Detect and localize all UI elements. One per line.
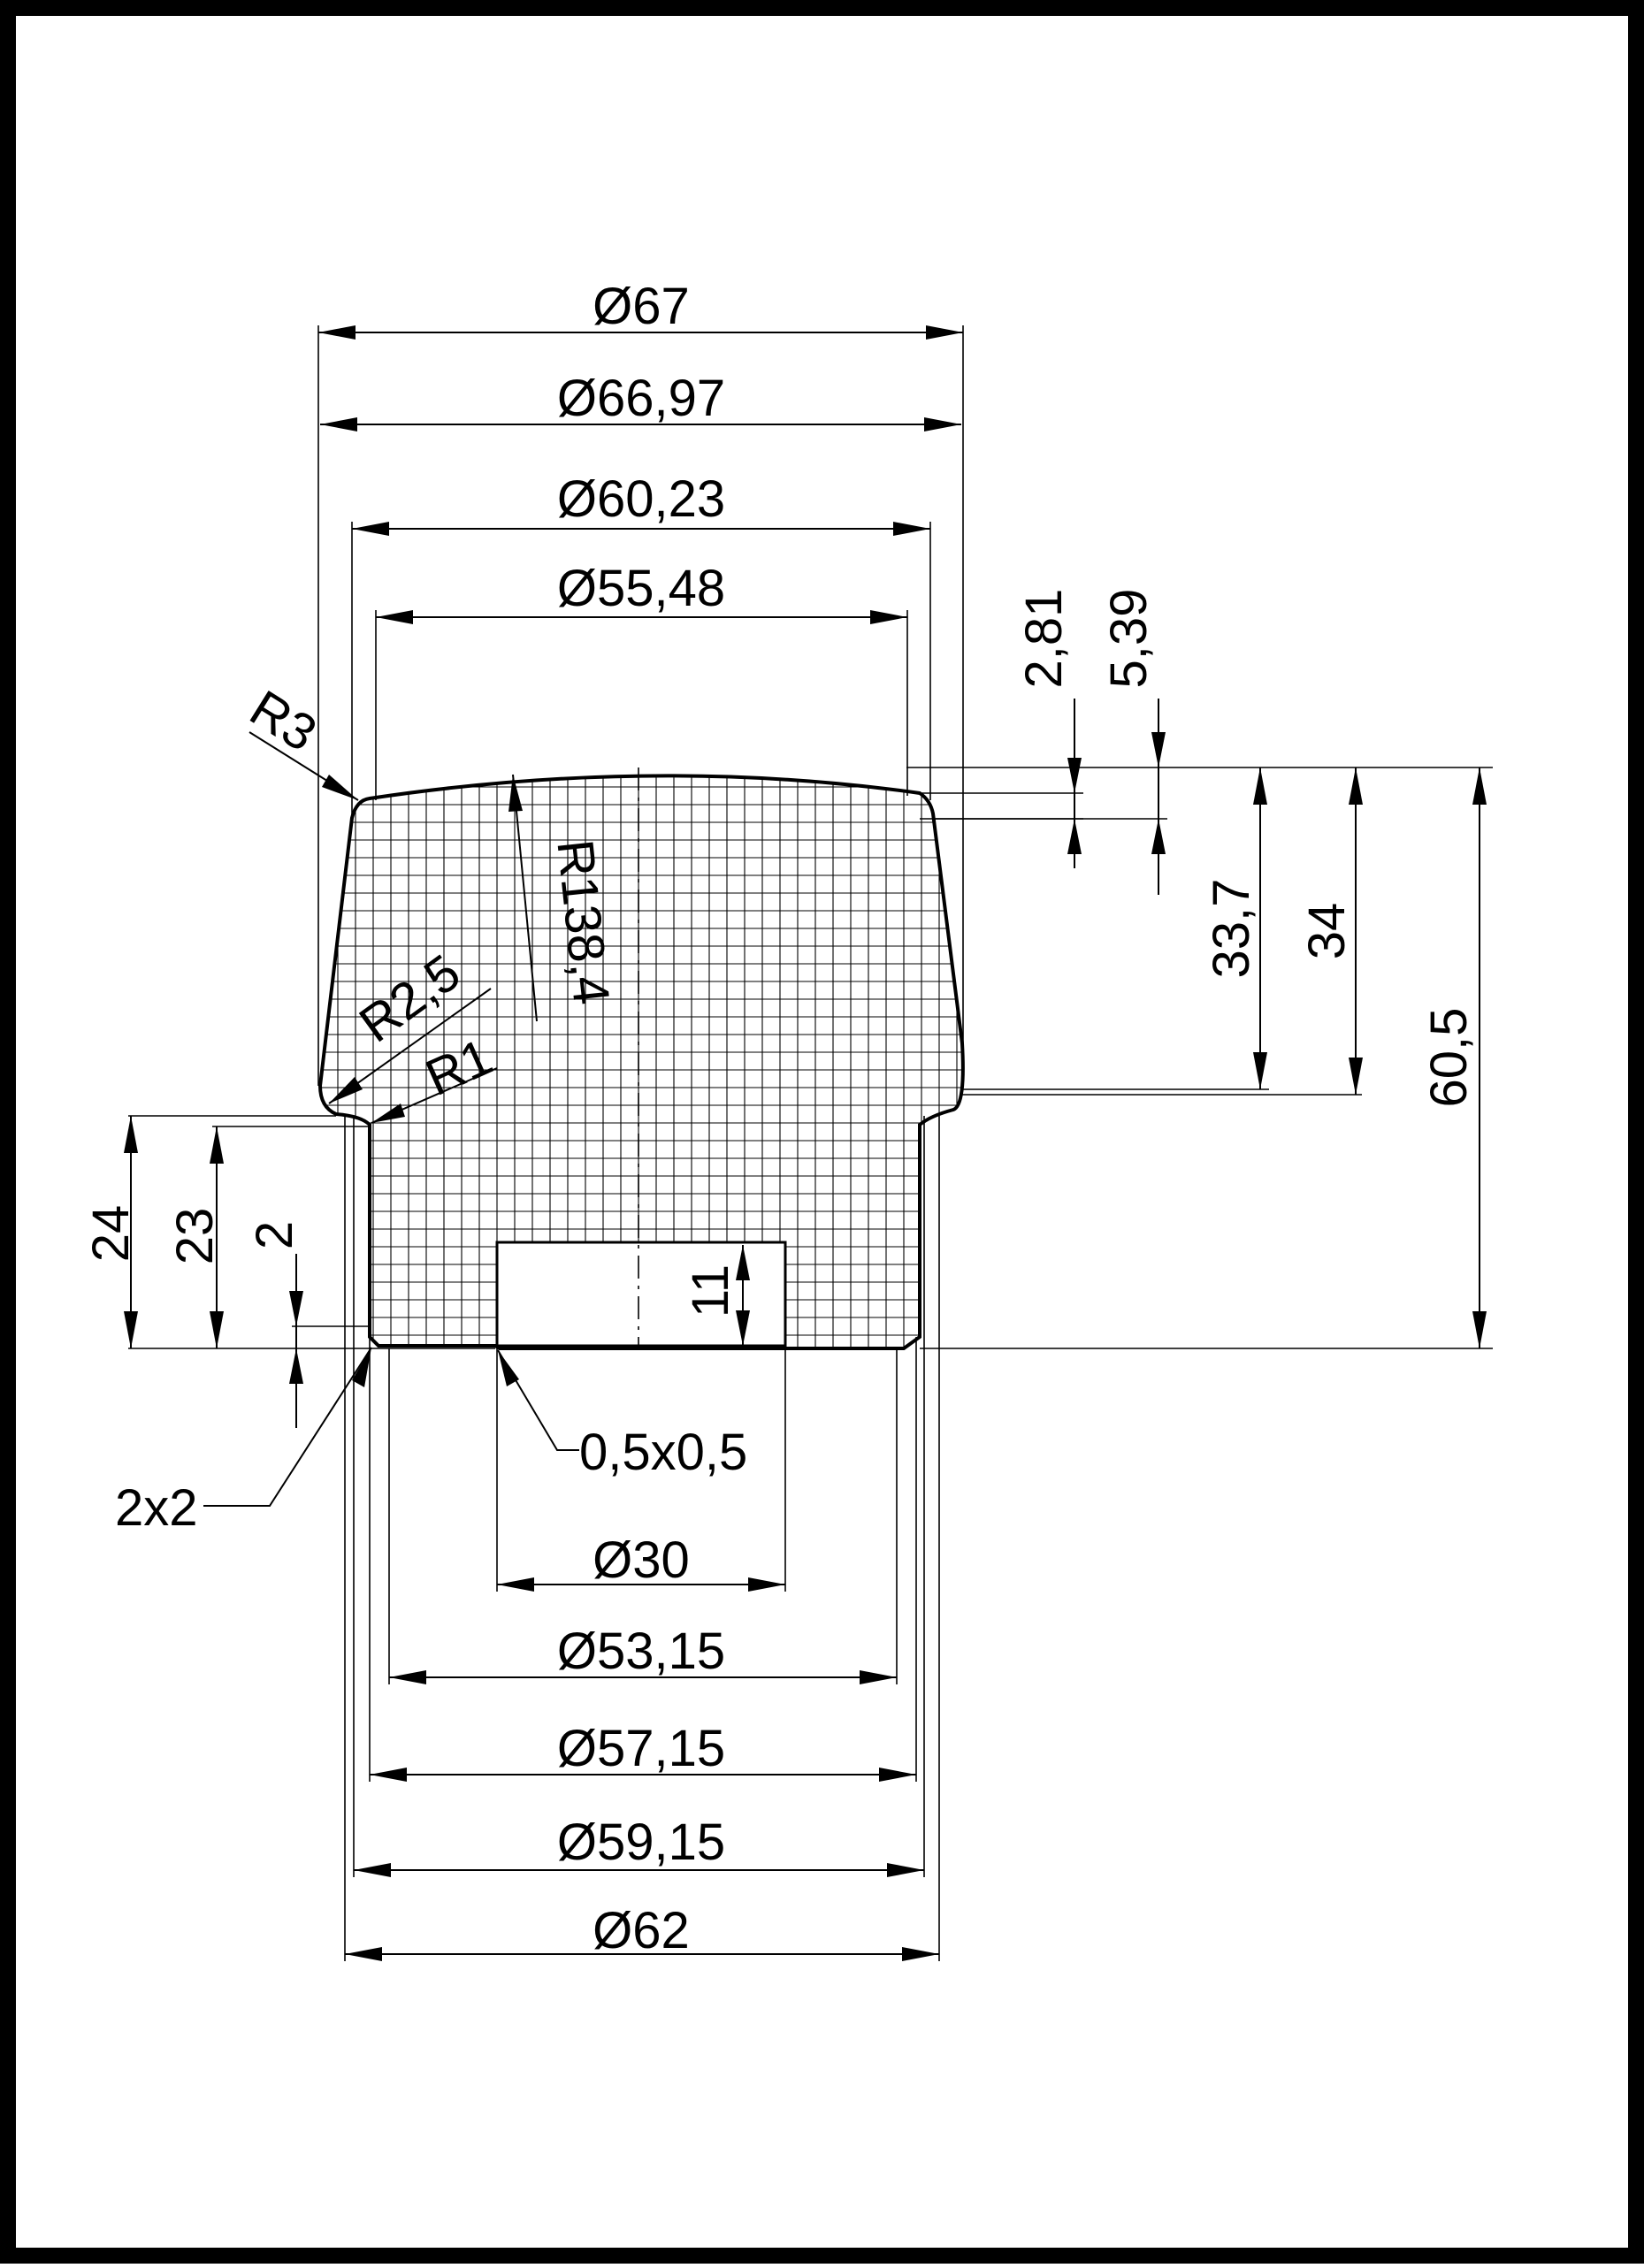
dim-label-d30: Ø30: [593, 1531, 690, 1589]
dimension-d66-97: Ø66,97: [320, 370, 961, 431]
dim-label-d66-97: Ø66,97: [557, 370, 725, 427]
dim-label-d55-48: Ø55,48: [557, 560, 725, 617]
dimension-d57-15: Ø57,15: [369, 1337, 917, 1782]
dimension-d67: Ø67: [317, 278, 964, 1086]
dimension-v11: 11: [682, 1245, 750, 1346]
chamfer-label-0-5: 0,5x0,5: [579, 1424, 747, 1481]
dimension-v34: 34: [962, 767, 1363, 1096]
dimension-v33-7: 33,7: [962, 767, 1269, 1090]
dim-label-d53-15: Ø53,15: [557, 1623, 725, 1680]
dimension-d53-15: Ø53,15: [388, 1348, 898, 1684]
dimension-d59-15: Ø59,15: [353, 1116, 925, 1877]
dim-label-d57-15: Ø57,15: [557, 1720, 725, 1777]
radius-label-r1: R1: [417, 1027, 501, 1107]
dim-label-d67: Ø67: [593, 278, 690, 335]
dim-label-d62: Ø62: [593, 1902, 690, 1959]
dim-label-d59-15: Ø59,15: [557, 1814, 725, 1871]
bore-recess: [495, 1241, 787, 1348]
part-outline: [317, 774, 965, 1350]
dimension-d30: Ø30: [496, 1348, 786, 1592]
dimension-v60-5: 60,5: [920, 767, 1493, 1349]
dim-label-v24: 24: [82, 1205, 140, 1263]
dimension-v23: 23: [166, 1126, 370, 1348]
dim-label-v23: 23: [166, 1208, 224, 1265]
dimension-d62: Ø62: [344, 1116, 940, 1961]
dim-label-v11: 11: [682, 1264, 739, 1317]
chamfer-label-2x2: 2x2: [115, 1479, 198, 1537]
dimension-v2-81: 2,81: [920, 589, 1083, 868]
dimension-v5-39: 5,39: [906, 589, 1493, 895]
dim-label-d60-23: Ø60,23: [557, 470, 725, 528]
radius-label-r2-5: R2,5: [349, 943, 470, 1054]
dim-label-v5-39: 5,39: [1100, 589, 1158, 689]
dimension-d60-23: Ø60,23: [351, 470, 931, 818]
dimension-v24: 24: [82, 1115, 495, 1349]
radius-r3: R3: [241, 679, 359, 801]
dim-label-v33-7: 33,7: [1203, 879, 1260, 979]
dim-label-v60-5: 60,5: [1420, 1008, 1478, 1108]
radius-label-r3: R3: [241, 679, 326, 762]
dim-label-v2-81: 2,81: [1015, 589, 1073, 689]
chamfer-0-5x0-5: 0,5x0,5: [497, 1349, 747, 1481]
dim-label-v2: 2: [246, 1221, 303, 1249]
dimension-d55-48: Ø55,48: [375, 560, 908, 800]
dim-label-v34: 34: [1298, 903, 1356, 960]
chamfer-2x2: 2x2: [115, 1347, 372, 1537]
dimension-v2: 2: [246, 1221, 370, 1428]
